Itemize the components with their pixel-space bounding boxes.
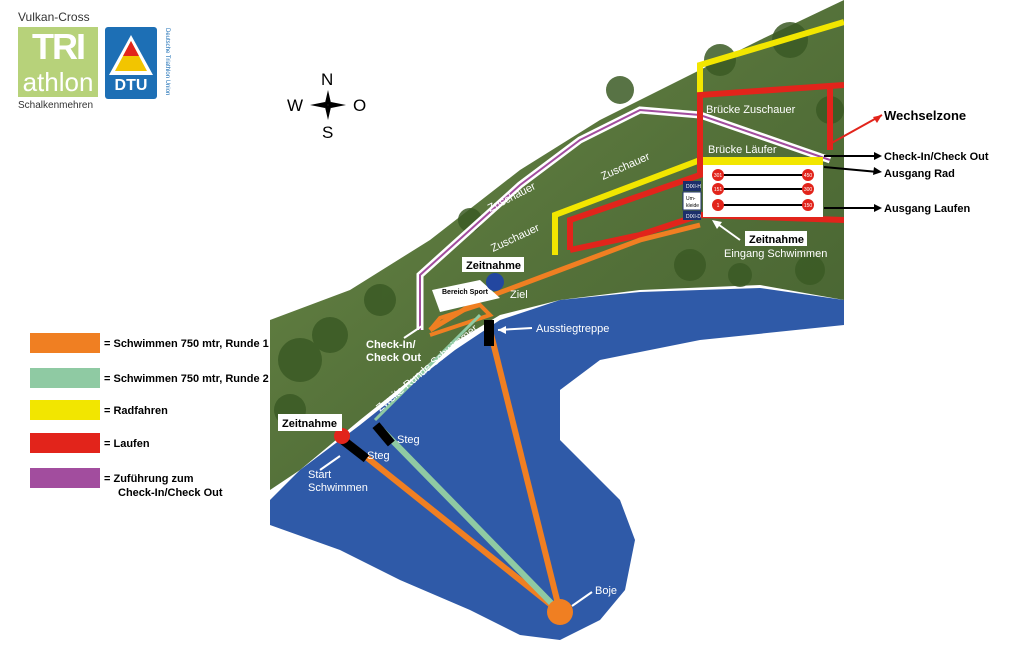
arrow-ausgang-laufen-head (874, 204, 882, 212)
label-steg-2: Steg (397, 434, 420, 446)
compass: N S W O (285, 70, 375, 145)
label-zeitnahme-eingang: Zeitnahme (749, 234, 804, 246)
steg-start (340, 436, 370, 463)
zeitnahme-box-eingang (745, 231, 807, 246)
swim-round1-right (485, 321, 563, 613)
run-route (567, 82, 844, 250)
dtu-logo: DTU (105, 27, 157, 99)
logo-bottom-text: Schalkenmehren (18, 100, 94, 111)
rack-number-label: 300 (804, 187, 813, 193)
dtu-triangle-icon (109, 35, 153, 75)
umkleide-box (682, 191, 702, 211)
rack-number-label: 301 (714, 173, 723, 179)
logo-athlon: athlon (18, 67, 98, 97)
bike-route-box (700, 157, 823, 168)
rack-number-marker (712, 199, 724, 211)
start-marker (334, 428, 350, 444)
rack-number-label: 150 (804, 203, 813, 209)
buoy-marker (547, 599, 573, 625)
compass-rose-icon (310, 90, 346, 120)
label-boje: Boje (595, 585, 617, 597)
dixi-d-box (683, 211, 701, 220)
arrow-checkin (403, 325, 423, 339)
compass-west: W (287, 96, 304, 115)
compass-north: N (321, 70, 334, 89)
label-ziel: Ziel (510, 289, 528, 301)
arrow-start (319, 455, 341, 471)
legend-swatch (30, 400, 100, 420)
rack-number-marker (802, 183, 814, 195)
label-eingang-schwimmen: Eingang Schwimmen (724, 248, 827, 260)
ausstieg-stairs (484, 320, 494, 346)
arrow-boje (571, 591, 593, 607)
compass-east: O (353, 96, 367, 115)
swim-round1-left (343, 437, 562, 615)
dtu-vertical-text: Deutsche Triathlon Union (164, 28, 170, 96)
arrow-wechselzone (827, 114, 883, 146)
check-in-loop (428, 302, 494, 337)
label-ausstiegtreppe: Ausstiegtreppe (536, 323, 609, 335)
arrow-wechselzone-head (873, 115, 882, 123)
label-dixi-d: DIXI-D (686, 214, 701, 220)
legend-label: = Radfahren (104, 405, 168, 417)
arrow-ausstieg-head (498, 326, 506, 334)
label-umkleide: Um-kleide (686, 196, 699, 209)
rack-number-marker (712, 169, 724, 181)
label-zeitnahme-start: Zeitnahme (282, 418, 337, 430)
rack-number-label: 450 (804, 173, 813, 179)
zweite-runde-path (373, 313, 482, 422)
legend-label: = Laufen (104, 438, 150, 450)
legend-swatch (30, 368, 100, 388)
label-ausgang-rad: Ausgang Rad (884, 168, 955, 180)
run-route-lower (569, 211, 844, 253)
label-bruecke-zuschauer: Brücke Zuschauer (706, 104, 796, 116)
triathlon-logo: Vulkan-Cross TRI athlon Schalkenmehren D… (10, 10, 180, 115)
tree-blobs (274, 22, 844, 426)
zeitnahme-box-ziel (462, 257, 524, 272)
lake (270, 288, 844, 640)
legend-label: = Schwimmen 750 mtr, Runde 1 (104, 338, 269, 350)
label-bereich-sport: Bereich Sport (442, 289, 489, 296)
rack-markers: 301 151 1 450 300 150 (712, 169, 814, 211)
label-steg-start: Steg (367, 450, 390, 462)
compass-south: S (322, 123, 334, 142)
course-map: Brücke Zuschauer Brücke Läufer Zuschauer… (270, 0, 844, 640)
rack-number-marker (712, 183, 724, 195)
bereich-sport-area (432, 280, 500, 312)
label-ausgang-laufen: Ausgang Laufen (884, 203, 971, 215)
label-check-in-out: Check-In/Check Out (366, 339, 421, 364)
label-check-in-check-out: Check-In/Check Out (884, 151, 989, 163)
logo-top-text: Vulkan-Cross (18, 10, 90, 24)
swim-round2 (379, 427, 563, 615)
legend-label: = Schwimmen 750 mtr, Runde 2 (104, 373, 269, 385)
rack-number-marker (802, 169, 814, 181)
label-zeitnahme-ziel: Zeitnahme (466, 260, 521, 272)
arrow-ausgang-rad (823, 166, 879, 173)
rack-number-label: 1 (717, 203, 720, 209)
legend-swatch (30, 433, 100, 453)
dtu-text: DTU (114, 77, 148, 94)
legend-swatch (30, 333, 100, 353)
zeitnahme-box-start (278, 414, 342, 431)
rack-number-label: 151 (714, 187, 723, 193)
label-dixi-h: DIXI-H (686, 184, 701, 190)
arrow-eingang-head (712, 220, 722, 229)
dixi-h-box (683, 181, 701, 191)
ziel-marker (486, 273, 504, 291)
label-bruecke-laeufer: Brücke Läufer (708, 144, 777, 156)
label-wechselzone: Wechselzone (884, 108, 967, 123)
legend-swatch (30, 468, 100, 488)
arrow-ausgang-rad-head (873, 167, 882, 175)
rack-number-marker (802, 199, 814, 211)
right-arrows (823, 114, 883, 212)
steg-2 (372, 422, 395, 447)
logo-tri: TRI (18, 27, 98, 67)
arrow-check-in-head (874, 152, 882, 160)
